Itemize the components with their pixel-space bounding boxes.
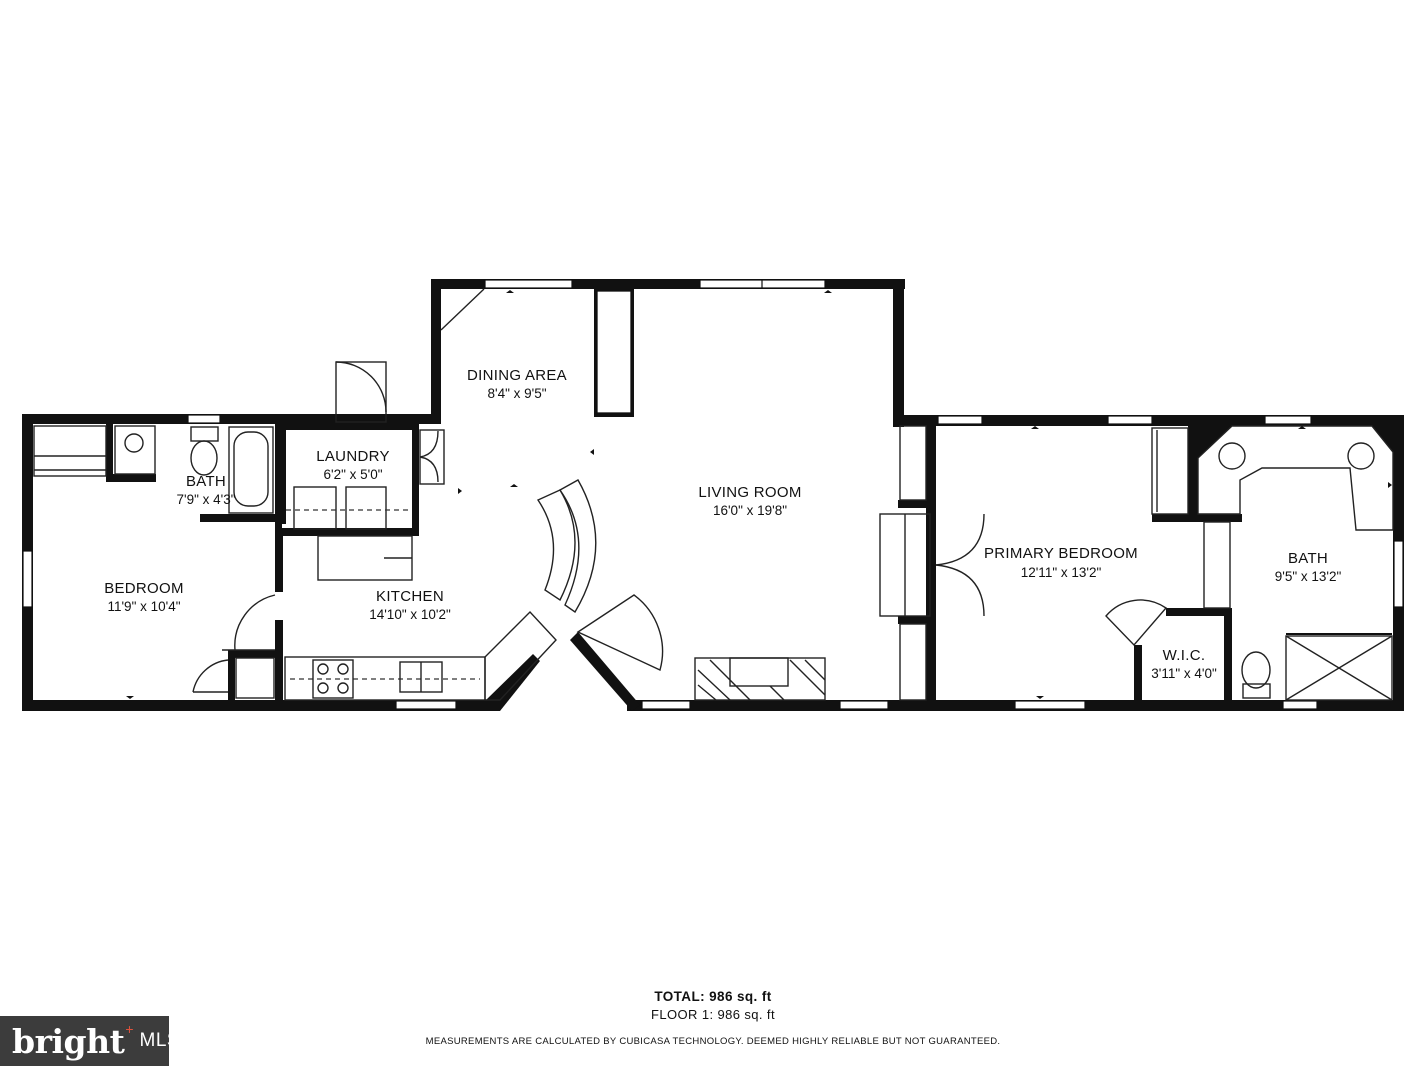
fixtures xyxy=(33,288,1394,701)
room-dims-living-room: 16'0" x 19'8" xyxy=(713,503,787,518)
windows xyxy=(22,279,1404,710)
room-dims-laundry: 6'2" x 5'0" xyxy=(323,467,382,482)
room-label-primary-bedroom: PRIMARY BEDROOM xyxy=(984,545,1138,562)
logo-brand-text: bright xyxy=(12,1021,125,1061)
room-label-wic: W.I.C. xyxy=(1163,647,1206,664)
measurement-disclaimer: MEASUREMENTS ARE CALCULATED BY CUBICASA … xyxy=(425,1036,1001,1047)
room-label-bedroom: BEDROOM xyxy=(104,580,184,597)
room-label-bath-1: BATH xyxy=(186,473,226,490)
room-dims-bath-2: 9'5" x 13'2" xyxy=(1275,569,1342,584)
room-dims-primary-bedroom: 12'11" x 13'2" xyxy=(1021,565,1102,580)
logo-plus-icon: + xyxy=(125,1021,134,1037)
room-label-laundry: LAUNDRY xyxy=(316,448,390,465)
direction-ticks xyxy=(126,290,1392,699)
bright-mls-logo: bright+ MLS xyxy=(0,1016,180,1066)
room-dims-dining-area: 8'4" x 9'5" xyxy=(487,386,546,401)
room-label-dining-area: DINING AREA xyxy=(467,367,567,384)
room-dims-wic: 3'11" x 4'0" xyxy=(1151,666,1217,681)
room-dims-bath-1: 7'9" x 4'3" xyxy=(176,492,235,507)
room-dims-kitchen: 14'10" x 10'2" xyxy=(369,607,451,622)
logo-mls-text: MLS xyxy=(139,1030,181,1051)
room-label-bath-2: BATH xyxy=(1288,550,1328,567)
interior-walls xyxy=(106,289,1393,702)
total-area: TOTAL: 986 sq. ft xyxy=(654,989,772,1004)
floor-area: FLOOR 1: 986 sq. ft xyxy=(651,1007,775,1022)
room-dims-bedroom: 11'9" x 10'4" xyxy=(107,599,180,614)
room-label-living-room: LIVING ROOM xyxy=(698,484,801,501)
room-label-kitchen: KITCHEN xyxy=(376,588,444,605)
room-labels: BEDROOM 11'9" x 10'4" BATH 7'9" x 4'3" L… xyxy=(104,367,1341,681)
